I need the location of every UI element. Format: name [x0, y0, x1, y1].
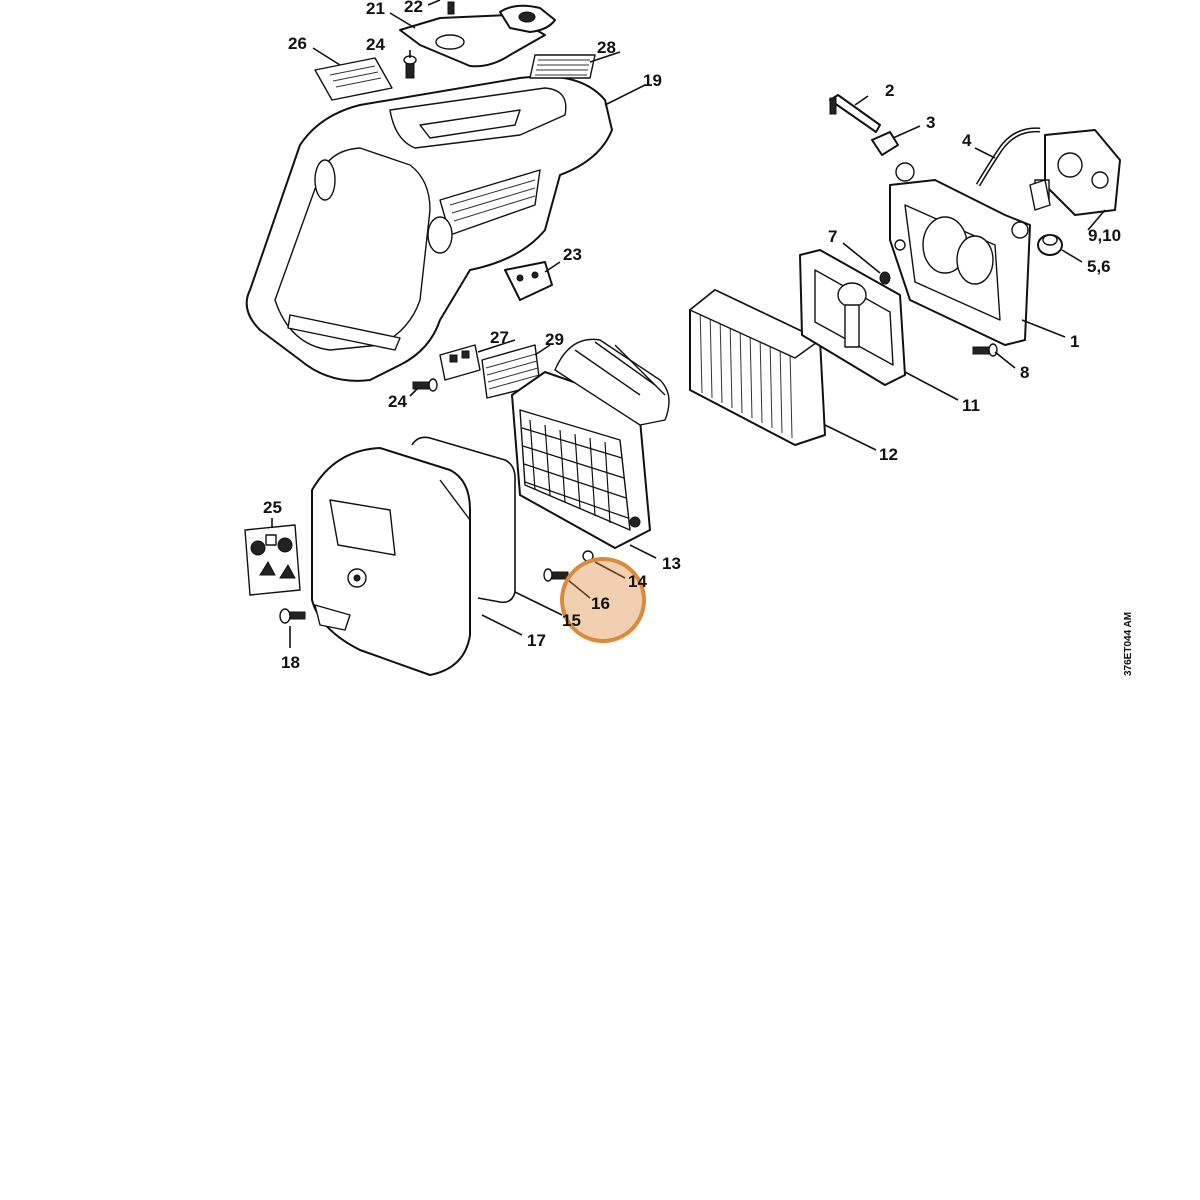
screw-part-24-top — [403, 55, 417, 79]
decal-part-26 — [314, 57, 393, 101]
part-label-5-6: 5,6 — [1087, 257, 1111, 276]
part-label-26: 26 — [288, 34, 307, 53]
part-label-22: 22 — [404, 0, 423, 16]
nut-part-7 — [879, 271, 891, 285]
part-label-24-top: 24 — [366, 35, 385, 54]
part-label-12: 12 — [879, 445, 898, 464]
part-label-24-bottom: 24 — [388, 392, 407, 411]
part-label-29: 29 — [545, 330, 564, 349]
screw-part-24-bottom — [412, 378, 438, 392]
part-label-21: 21 — [366, 0, 385, 18]
primer-part-5-6 — [1037, 234, 1063, 256]
part-label-19: 19 — [643, 71, 662, 90]
part-label-14: 14 — [628, 572, 647, 591]
decal-part-25 — [244, 524, 301, 596]
screw-part-8 — [972, 343, 998, 357]
part-label-28: 28 — [597, 38, 616, 57]
part-label-27: 27 — [490, 328, 509, 347]
base-plate-part-1 — [889, 162, 1031, 346]
part-label-9-10: 9,10 — [1088, 226, 1121, 245]
part-label-3: 3 — [926, 113, 935, 132]
decal-part-27 — [439, 344, 481, 381]
lever-part-2 — [829, 94, 881, 133]
part-label-17: 17 — [527, 631, 546, 650]
part-label-11: 11 — [962, 396, 980, 415]
leader-lines — [271, 0, 1106, 648]
highlight-circle-part-16 — [560, 557, 646, 643]
decal-part-28 — [529, 54, 596, 79]
prefilter-part-13 — [511, 338, 670, 549]
hose-part-4 — [975, 127, 1041, 187]
shroud-part-19 — [245, 75, 613, 382]
part-label-16: 16 — [591, 594, 610, 613]
carburetor-part-9-10 — [1029, 129, 1121, 216]
part-label-25: 25 — [263, 498, 282, 517]
clip-part-unlabeled-top — [499, 4, 556, 33]
screw-part-14 — [543, 550, 594, 582]
clip-part-3 — [871, 131, 899, 156]
part-label-23: 23 — [563, 245, 582, 264]
part-label-4: 4 — [962, 131, 972, 150]
bracket-part-23 — [504, 261, 553, 301]
part-label-18: 18 — [281, 653, 300, 672]
screw-part-18 — [279, 608, 306, 624]
part-label-8: 8 — [1020, 363, 1029, 382]
part-label-1: 1 — [1070, 332, 1079, 351]
cover-part-17 — [311, 447, 471, 676]
gasket-part-15 — [411, 436, 516, 604]
part-label-2: 2 — [885, 81, 894, 100]
filter-part-12 — [689, 289, 826, 446]
part-label-15: 15 — [562, 611, 581, 630]
part-label-13: 13 — [662, 554, 681, 573]
part-label-7: 7 — [828, 227, 837, 246]
drawing-reference: 376ET044 AM — [1123, 612, 1134, 676]
frame-part-11 — [799, 249, 906, 386]
